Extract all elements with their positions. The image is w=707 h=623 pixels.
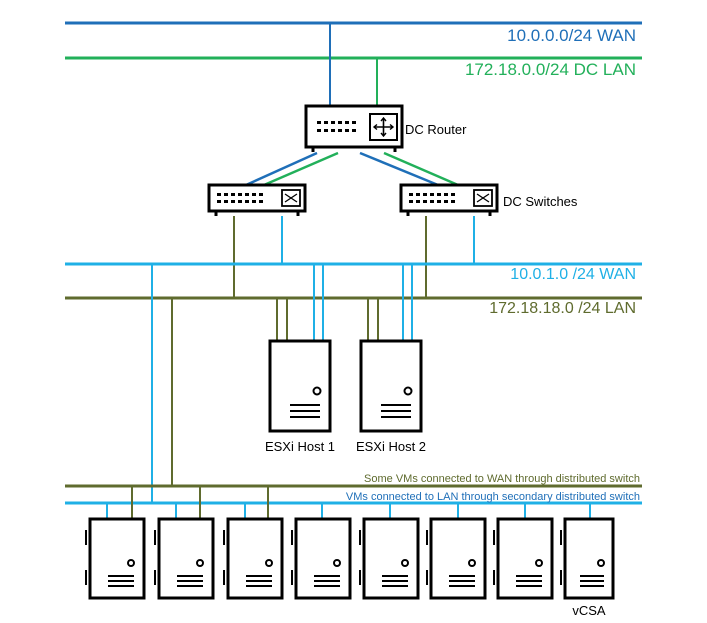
link-router-sw2-lan — [383, 151, 459, 187]
host1-label: ESXi Host 1 — [265, 439, 335, 454]
link-router-sw1-wan — [245, 151, 318, 187]
vm-2 — [154, 517, 215, 600]
vcsa-label: vCSA — [572, 603, 606, 618]
lan-mid-label: 172.18.18.0 /24 LAN — [489, 300, 636, 317]
esxi-host-1 — [268, 339, 332, 433]
dc-switch-1 — [207, 183, 307, 216]
vm-5 — [359, 517, 420, 600]
vm-7 — [493, 517, 554, 600]
switches-label: DC Switches — [503, 194, 578, 209]
wan-mid-label: 10.0.1.0 /24 WAN — [510, 266, 636, 283]
vm-4 — [291, 517, 352, 600]
esxi-host-2 — [359, 339, 423, 433]
router-ports — [317, 121, 356, 132]
dc-router — [304, 104, 404, 152]
router-icon — [369, 113, 398, 141]
dc-lan-label: 172.18.0.0/24 DC LAN — [465, 60, 636, 79]
link-router-sw1-lan — [263, 151, 339, 187]
router-label: DC Router — [405, 122, 467, 137]
host2-label: ESXi Host 2 — [356, 439, 426, 454]
link-router-sw2-wan — [359, 151, 439, 187]
dc-switch-2 — [399, 183, 499, 216]
wan-top-label: 10.0.0.0/24 WAN — [507, 26, 636, 45]
vm-3 — [223, 517, 284, 600]
vm-1 — [85, 517, 146, 600]
vm-vcsa — [560, 517, 615, 600]
vm-6 — [426, 517, 487, 600]
vm-wan-bus-label: Some VMs connected to WAN through distri… — [364, 473, 640, 485]
vm-lan-bus-label: VMs connected to LAN through secondary d… — [346, 491, 640, 503]
